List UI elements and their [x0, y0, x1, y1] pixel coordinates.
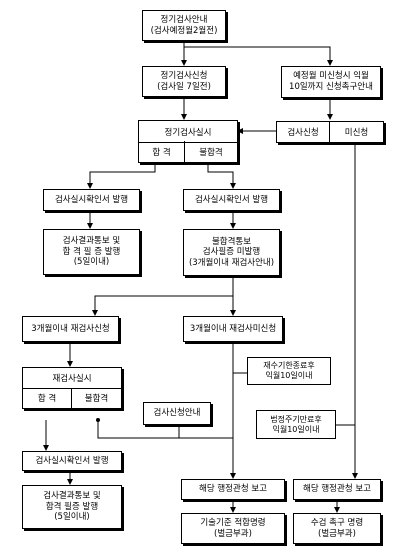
- node-cert-issue-right: 검사실시확인서 발행: [183, 189, 280, 211]
- node-not-applied: 미신청: [344, 128, 369, 138]
- note-line: 익월10일이내: [265, 371, 313, 380]
- node-inspection-notice: 정기검사안내 (검사예정월2월전): [142, 10, 226, 41]
- node-line: (5일이내): [54, 512, 90, 523]
- node-title: 재검사실시: [23, 368, 121, 389]
- node-line: 해당 행정관청 보고: [199, 484, 267, 495]
- edge-refail: [96, 418, 233, 439]
- node-line: (3개월이내 재검사안내): [188, 257, 275, 268]
- note-line: 법정주기만료후: [270, 414, 322, 424]
- node-line: (벌금부과): [318, 528, 356, 539]
- node-line: (검사예정월2월전): [150, 25, 218, 36]
- node-regular-inspection: 정기검사실시 합 격 불합격: [138, 120, 238, 163]
- node-reinspect-not-applied: 3개월이내 재검사미신청: [183, 316, 283, 342]
- node-pass: 합 격: [37, 394, 57, 404]
- node-line: 10일까지 신청촉구안내: [289, 82, 373, 92]
- node-line: 기술기준 적합명령: [200, 517, 266, 528]
- node-cert-issue-bottom: 검사실시확인서 발행: [22, 451, 122, 471]
- node-pass: 합 격: [152, 147, 171, 158]
- node-reinspect-apply: 3개월이내 재검사신청: [22, 316, 119, 342]
- note-line: 재수기한종료후: [263, 361, 315, 370]
- edge-reapply: [92, 274, 235, 316]
- node-line: 정기검사안내: [160, 14, 208, 25]
- node-fail-notice: 불합격통보 검사필증 미발행 (3개월이내 재검사안내): [183, 229, 280, 276]
- node-line: 검사실시확인서 발행: [194, 194, 269, 205]
- node-line: (5일이내): [73, 257, 110, 268]
- node-result-notice-2: 검사결과통보 및 합격 필증 발행 (5일이내): [22, 485, 122, 529]
- edge-notice-unapplied: [184, 46, 333, 66]
- node-line: 검사결과통보 및: [43, 491, 101, 502]
- node-line: 검사필증 미발행: [202, 247, 261, 258]
- node-line: 합 격 필 증 발행: [62, 246, 121, 257]
- node-report-right: 해당 행정관청 보고: [293, 479, 381, 500]
- node-line: 3개월이내 재검사신청: [31, 323, 110, 334]
- node-report-left: 해당 행정관청 보고: [181, 479, 285, 500]
- node-divider: [184, 141, 185, 162]
- note-period: 법정주기만료후 익월10일이내: [256, 410, 336, 439]
- node-line: 검사실시확인서 발행: [54, 194, 129, 205]
- node-apply-guide: 검사신청안내: [143, 402, 211, 425]
- node-inspection-applied: 검사신청: [287, 128, 319, 138]
- node-line: 3개월이내 재검사미신청: [189, 323, 277, 334]
- node-divider: [329, 122, 330, 142]
- node-line: 해당 행정관청 보고: [303, 484, 371, 495]
- node-line: 검사신청안내: [153, 408, 201, 419]
- node-line: 검사실시확인서 발행: [35, 455, 109, 466]
- edge-fail: [206, 161, 236, 189]
- edge-pass: [87, 161, 157, 189]
- node-order-left: 기술기준 적합명령 (벌금부과): [181, 513, 285, 544]
- node-line: 합격 필증 발행: [45, 501, 99, 512]
- node-line: 불합격통보: [211, 236, 252, 247]
- node-apply-status: 검사신청 미신청: [276, 121, 384, 143]
- node-title: 정기검사실시: [139, 121, 237, 143]
- node-order-right: 수검 촉구 명령 (벌금부과): [293, 513, 381, 544]
- node-line: 검사결과통보 및: [62, 236, 121, 247]
- node-reinspection: 재검사실시 합 격 불합격: [22, 367, 122, 409]
- node-line: 예정월 미신청시 익월: [293, 71, 369, 82]
- node-line: (벌금부과): [214, 528, 252, 539]
- node-divider: [71, 388, 72, 408]
- node-fail: 불합격: [84, 394, 109, 404]
- node-cert-issue-left: 검사실시확인서 발행: [43, 189, 140, 211]
- node-result-notice: 검사결과통보 및 합 격 필 증 발행 (5일이내): [43, 229, 140, 275]
- node-unapplied-notice: 예정월 미신청시 익월 10일까지 신청촉구안내: [281, 66, 381, 98]
- node-fail: 불합격: [199, 147, 223, 158]
- node-line: 수검 촉구 명령: [310, 517, 364, 528]
- node-line: 정기검사신청: [160, 70, 208, 81]
- note-deadline: 재수기한종료후 익월10일이내: [247, 357, 331, 385]
- node-line: (검사일 7일전): [157, 81, 211, 92]
- note-line: 익월10일이내: [272, 424, 320, 434]
- node-inspection-apply: 정기검사신청 (검사일 7일전): [142, 66, 226, 97]
